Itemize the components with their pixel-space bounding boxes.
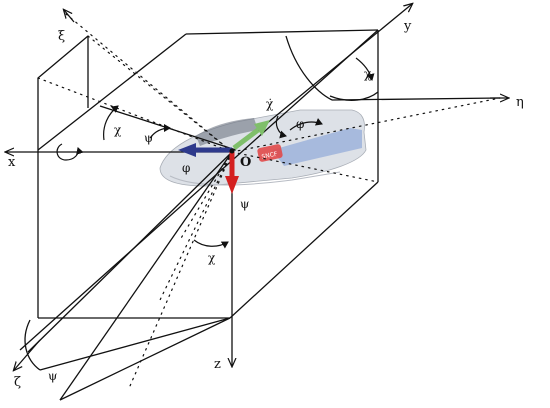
eta-axis-label: η bbox=[516, 95, 524, 110]
box-edge-top-left bbox=[37, 33, 187, 151]
dotted-box-back bbox=[231, 151, 379, 183]
axes bbox=[6, 4, 508, 370]
chi-arc-top-right bbox=[355, 57, 375, 81]
xi-plane-top bbox=[37, 35, 89, 79]
chi-dot-arc bbox=[275, 115, 287, 139]
psi-arc-left bbox=[149, 124, 171, 139]
dotted-eta-axis bbox=[231, 97, 501, 153]
train-logo bbox=[257, 144, 283, 162]
body-y-arrow-head bbox=[254, 120, 270, 136]
phi-label-right: φ bbox=[296, 117, 304, 131]
diag-y-to-zeta bbox=[19, 29, 379, 351]
train-illustration: SNCF bbox=[159, 109, 367, 187]
box-frame bbox=[19, 29, 501, 401]
zeta-axis bbox=[14, 339, 41, 370]
angle-arcs bbox=[56, 57, 375, 249]
xi-axis-label: ξ bbox=[58, 29, 65, 44]
chi-label-top-right: χ bbox=[364, 67, 372, 81]
diag-origin-to-zeta bbox=[59, 151, 233, 401]
dotted-zeta-3 bbox=[179, 151, 233, 241]
roll-arc-x bbox=[56, 143, 84, 161]
body-y-arrow-shaft bbox=[232, 128, 260, 150]
zeta-plane-arc bbox=[24, 319, 41, 371]
diag-a bbox=[27, 151, 233, 353]
chi-label-lower: χ bbox=[208, 251, 216, 265]
construction-lines bbox=[37, 13, 501, 387]
psi-label-body: ψ bbox=[240, 197, 249, 211]
dotted-x-left bbox=[37, 77, 233, 153]
origin-point bbox=[229, 148, 235, 154]
box-edge-right-bottom bbox=[229, 181, 379, 319]
chi-arc-top bbox=[329, 91, 379, 102]
x-axis-label: x bbox=[8, 155, 16, 170]
z-axis-label: z bbox=[214, 357, 221, 372]
phi-label-left: φ bbox=[182, 161, 190, 175]
dotted-zeta-2 bbox=[129, 151, 233, 387]
chi-arc-left bbox=[103, 105, 119, 141]
train-windshield bbox=[196, 118, 258, 146]
origin-label: O bbox=[240, 155, 251, 170]
train-logo-text: SNCF bbox=[261, 150, 279, 160]
eta-plane-arc bbox=[285, 35, 333, 101]
box-edge-back-top bbox=[185, 29, 379, 35]
train-underside bbox=[169, 171, 341, 186]
psi-label-left: ψ bbox=[144, 131, 153, 145]
phi-arc-right bbox=[289, 118, 323, 131]
y-axis-label: y bbox=[403, 19, 412, 34]
dotted-zeta-1 bbox=[159, 151, 233, 301]
labels: x y z ξ η ζ O χ ψ φ χ̇ φ χ ψ χ ψ bbox=[8, 19, 524, 390]
chi-dot-label: χ̇ bbox=[266, 97, 274, 111]
body-axes bbox=[178, 120, 270, 194]
body-z-arrow-head bbox=[225, 176, 239, 194]
xi-axis-tip bbox=[64, 10, 75, 23]
train-blue-stripe bbox=[272, 128, 362, 166]
dotted-x-top bbox=[87, 35, 233, 153]
chi-label-left: χ bbox=[114, 123, 122, 137]
body-x-arrow-head bbox=[178, 143, 196, 157]
zeta-axis-label: ζ bbox=[14, 375, 21, 390]
zeta-plane-lower bbox=[59, 317, 231, 401]
psi-label-bottom: ψ bbox=[48, 369, 57, 383]
chi-arc-lower bbox=[193, 239, 229, 249]
zeta-plane-bottom bbox=[39, 317, 231, 371]
